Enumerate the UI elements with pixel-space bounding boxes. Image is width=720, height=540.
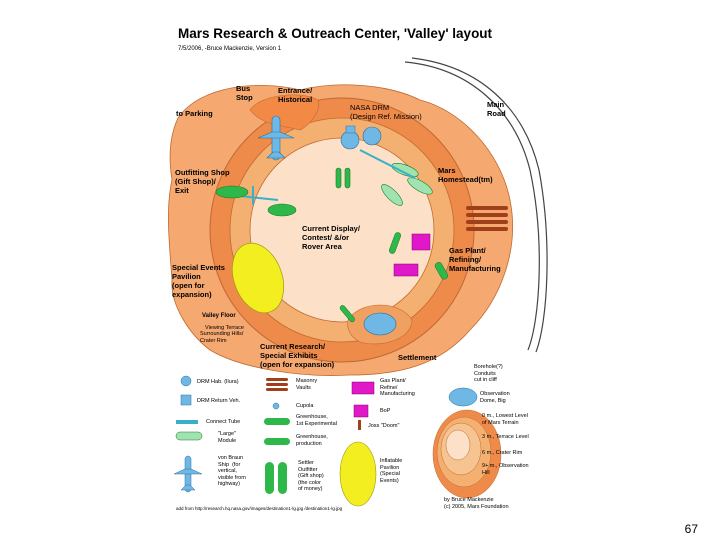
legend-greenhouse-prod: Greenhouse, production: [296, 434, 328, 447]
page-number: 67: [684, 522, 698, 536]
label-mars-homestead: Mars Homestead(tm): [438, 166, 493, 184]
legend-bop-icon: [353, 404, 369, 418]
label-settlement: Settlement: [398, 353, 437, 362]
legend-drm-return-icon: [180, 394, 192, 406]
von-braun-ship-icon: [257, 115, 295, 161]
elevation-key-0m: [445, 429, 471, 461]
source-note: add from http://research.hq.nasa.gov/ima…: [176, 506, 343, 511]
outfitting-shop-module: [215, 185, 249, 199]
legend-connect-tube: Connect Tube: [206, 419, 241, 425]
label-nasa-drm: NASA DRM (Design Ref. Mission): [350, 103, 422, 121]
legend-joss-doom-icon: [358, 420, 361, 430]
legend-masonry-vaults-icon: [266, 378, 288, 391]
legend-bop: BoP: [380, 408, 391, 414]
label-bus-stop: Bus Stop: [236, 84, 253, 102]
legend-greenhouse-prod-icon: [264, 438, 290, 445]
legend-drm-hab-icon: [180, 375, 192, 387]
legend-observation-dome-icon: [448, 387, 478, 407]
legend-masonry-vaults: Masonry Vaults: [296, 378, 318, 391]
legend-greenhouse-exp: Greenhouse, 1st Experimental: [296, 414, 337, 427]
legend-observation-dome: Observation Dome, Big: [480, 391, 510, 404]
label-main-road: Main Road: [487, 100, 506, 118]
legend-von-braun-icon: [173, 455, 203, 493]
legend-level-3: 3 m., Terrace Level: [482, 434, 529, 440]
label-entrance: Entrance/ Historical: [278, 86, 313, 104]
special-events-pavilion: [231, 242, 285, 314]
legend-level-9: 9+ m., Observation Hill: [482, 463, 529, 476]
legend-credit: by Bruce Mackenzie (c) 2005, Mars Founda…: [444, 497, 509, 510]
legend-cupola: Cupola: [296, 403, 314, 409]
legend-large-module: "Large" Module: [218, 431, 237, 444]
legend-inflatable-pavilion-icon: [339, 441, 377, 507]
page-title: Mars Research & Outreach Center, 'Valley…: [178, 26, 493, 41]
gas-plant-block: [411, 233, 431, 251]
legend-gas-plant-icon: [351, 381, 375, 395]
label-current-research: Current Research/ Special Exhibits (open…: [260, 342, 335, 369]
legend-large-module-icon: [175, 431, 203, 441]
label-special-events: Special Events Pavilion (open for expans…: [172, 263, 225, 299]
legend-settler-outfitter: Settler Outfitter (Gift shop) (the color…: [298, 460, 324, 492]
label-valley-floor: Valley Floor: [202, 313, 236, 319]
legend-inflatable-pavilion: Inflatable Pavilion (Special Events): [380, 458, 403, 484]
label-outfitting-shop: Outfitting Shop (Gift Shop)/ Exit: [175, 168, 230, 195]
masonry-vaults: [466, 206, 508, 231]
legend-gas-plant: Gas Plant/ Refine/ Manufacturing: [380, 378, 415, 397]
legend-joss-doom: Joss "Doom": [368, 423, 400, 429]
legend-level-6: 6 m., Crater Rim: [482, 450, 523, 456]
legend-settler-outfitter-icon: [265, 462, 274, 494]
legend-boreholes: Borehole(?) Conduits cut in cliff: [474, 364, 503, 383]
label-viewing-terrace: Viewing Terrace: [205, 325, 244, 331]
drm-hab-icon: [340, 130, 360, 150]
legend-drm-hab: DRM Hab. (Ilura): [197, 379, 239, 385]
label-current-display: Current Display/ Contest/ &/or Rover Are…: [302, 224, 360, 251]
label-to-parking: to Parking: [176, 109, 213, 118]
observation-dome-icon: [363, 312, 397, 336]
legend-connect-tube-icon: [176, 420, 198, 424]
legend-level-0: 0 m., Lowest Level of Mars Terrain: [482, 413, 528, 426]
mars-homestead-modules: [335, 162, 433, 206]
legend-cupola-icon: [272, 402, 280, 410]
main-road: [404, 61, 540, 351]
legend-drm-return: DRM Return Veh.: [197, 398, 241, 404]
page-subtitle: 7/5/2006, -Bruce Mackenzie, Version 1: [178, 46, 282, 52]
label-surrounding-hills: Surrounding Hills/ Crater Rim: [200, 331, 244, 344]
legend-von-braun: von Braun Ship (for vertical, visible fr…: [218, 455, 246, 487]
legend-greenhouse-exp-icon: [264, 418, 290, 425]
label-gas-plant: Gas Plant/ Refining/ Manufacturing: [449, 246, 501, 273]
